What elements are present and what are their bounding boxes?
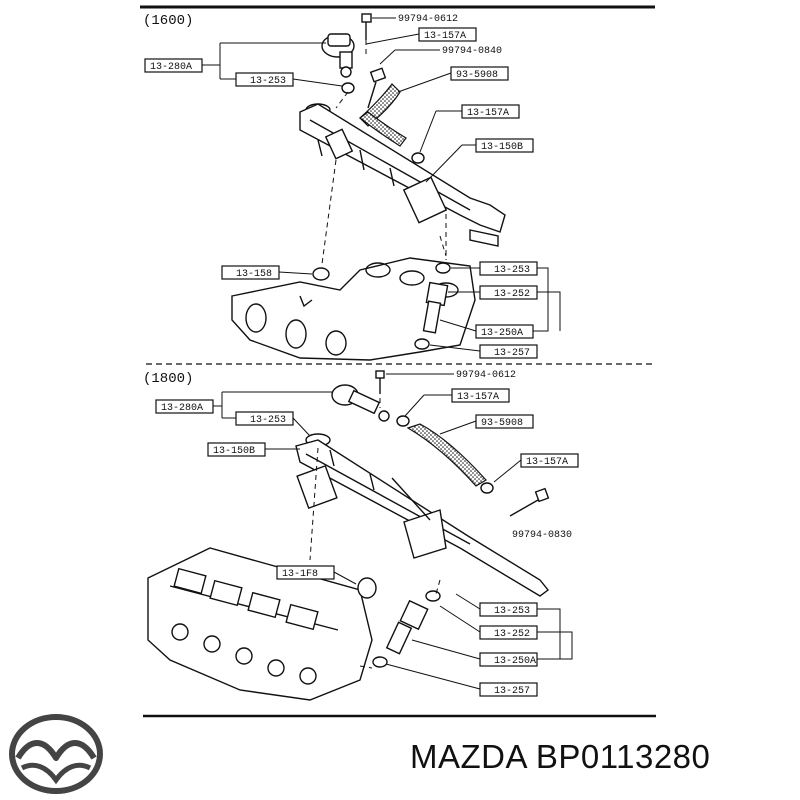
label-bolt-top: 99794-0612 [386,370,516,381]
label-regulator: 13-280A [155,391,332,414]
pressure-regulator-part [321,33,355,78]
label-injector-seal: 13-257 [429,344,538,359]
label-injector-o-ring: 13-253 [455,593,538,617]
svg-text:13-253: 13-253 [250,76,286,87]
svg-text:13-257: 13-257 [494,348,530,359]
svg-text:99794-0612: 99794-0612 [456,370,516,381]
label-clamp-2: 13-157A [419,104,520,153]
svg-text:93-5908: 93-5908 [481,418,523,429]
svg-text:13-257: 13-257 [494,686,530,697]
label-fuel-rail: 13-150B [207,442,300,457]
label-injector: 13-250A [411,639,538,667]
label-clamp-1: 13-157A [404,388,510,417]
label-plug: 13-1F8 [276,565,357,585]
svg-text:13-157A: 13-157A [526,457,568,468]
section-title: (1600) [143,13,193,29]
section-title: (1800) [143,371,193,387]
svg-text:13-253: 13-253 [250,415,286,426]
injector-part [372,590,441,668]
label-bolt-top: 99794-0612 [372,14,458,25]
label-fuel-rail: 13-150B [425,138,534,183]
label-o-ring: 13-253 [221,406,311,437]
label-plug: 13-158 [221,265,313,280]
label-bolt-mid: 99794-0840 [379,46,502,65]
svg-text:93-5908: 93-5908 [456,70,498,81]
injector-part [414,262,451,350]
clamp-part [480,482,494,494]
label-injector: 13-250A [439,319,534,339]
svg-text:13-150B: 13-150B [481,142,523,153]
fuel-rail-part [295,439,549,597]
pressure-regulator-part [331,384,390,422]
fuel-rail-part [299,103,506,247]
svg-text:13-280A: 13-280A [161,403,203,414]
intake-manifold-part [231,257,476,361]
clamp-part [341,82,355,94]
bolt-part [367,67,387,109]
svg-text:13-252: 13-252 [494,629,530,640]
bracket-lines [537,608,573,660]
svg-text:99794-0840: 99794-0840 [442,46,502,57]
svg-text:99794-0612: 99794-0612 [398,14,458,25]
mazda-logo-icon [9,714,103,794]
section-1600: (1600) [143,13,561,361]
label-o-ring: 13-253 [219,65,343,87]
svg-text:13-253: 13-253 [494,606,530,617]
label-injector-insulator: 13-252 [448,285,538,300]
svg-text:13-253: 13-253 [494,265,530,276]
plug-part [312,267,330,281]
label-hose: 93-5908 [439,414,534,435]
fuel-hose-part [406,423,487,487]
label-clamp-1: 13-157A [365,27,477,45]
section-1800: (1800) [143,370,579,701]
svg-text:13-250A: 13-250A [494,656,536,667]
brand-caption: MAZDA BP0113280 [410,738,711,775]
label-bolt-side: 99794-0830 [512,530,572,541]
plug-part [357,577,377,599]
svg-text:13-157A: 13-157A [424,31,466,42]
clamp-part [411,152,425,164]
bolt-part [361,13,372,40]
svg-text:13-150B: 13-150B [213,446,255,457]
svg-text:13-280A: 13-280A [150,62,192,73]
label-hose: 93-5908 [397,66,509,93]
label-injector-seal: 13-257 [385,663,538,697]
label-regulator: 13-280A [144,42,326,73]
svg-text:13-157A: 13-157A [467,108,509,119]
bracket-lines [533,267,561,332]
svg-text:13-1F8: 13-1F8 [282,569,318,580]
svg-text:13-157A: 13-157A [457,392,499,403]
clamp-part [396,415,410,427]
cylinder-head-part [147,547,373,701]
svg-text:13-252: 13-252 [494,289,530,300]
svg-text:13-250A: 13-250A [481,328,523,339]
svg-text:99794-0830: 99794-0830 [512,530,572,541]
bolt-part [375,370,385,394]
svg-text:13-158: 13-158 [236,269,272,280]
bolt-part [509,487,550,517]
label-clamp-2: 13-157A [493,453,579,483]
